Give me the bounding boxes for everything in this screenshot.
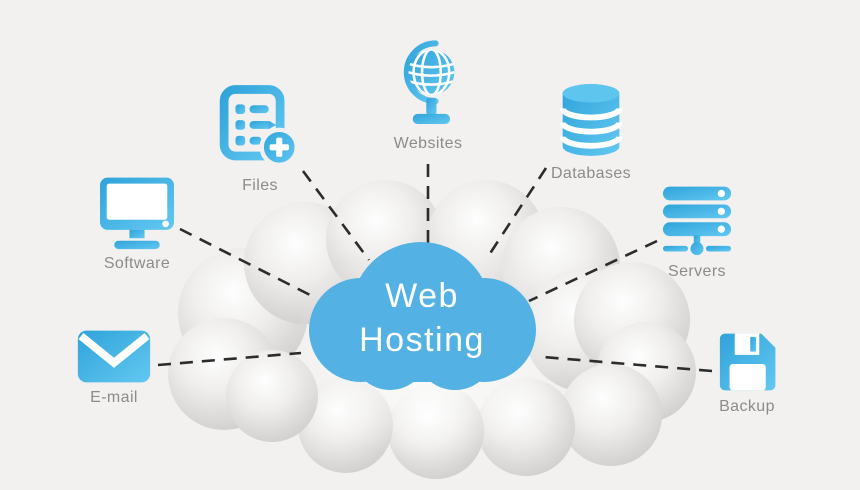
server-rack-icon xyxy=(662,186,732,256)
file-list-add-icon xyxy=(219,85,299,167)
connector-servers xyxy=(528,239,658,303)
title-line-web: Web xyxy=(385,277,459,315)
connector-software xyxy=(179,227,317,300)
connector-files xyxy=(301,170,371,261)
node-label-websites: Websites xyxy=(393,135,463,152)
node-label-backup: Backup xyxy=(719,398,775,415)
node-backup: Backup xyxy=(707,331,787,416)
node-label-email: E-mail xyxy=(90,389,138,406)
node-databases: Databases xyxy=(547,80,635,183)
node-label-databases: Databases xyxy=(550,165,632,182)
envelope-icon xyxy=(77,330,151,383)
node-label-software: Software xyxy=(103,255,171,272)
title-line-hosting: Hosting xyxy=(359,321,485,359)
node-servers: Servers xyxy=(652,185,742,281)
connector-email xyxy=(157,351,302,367)
connector-databases xyxy=(487,167,548,256)
floppy-disk-icon xyxy=(719,333,776,391)
database-cylinder-icon xyxy=(559,84,623,156)
node-label-files: Files xyxy=(242,177,278,194)
globe-icon xyxy=(403,40,455,125)
connector-backup xyxy=(542,355,713,373)
web-hosting-title: Web Hosting xyxy=(322,274,522,362)
node-email: E-mail xyxy=(68,329,160,407)
monitor-icon xyxy=(100,177,174,250)
node-label-servers: Servers xyxy=(668,263,726,280)
node-files: Files xyxy=(218,84,302,195)
node-websites: Websites xyxy=(384,40,472,153)
node-software: Software xyxy=(85,176,189,273)
